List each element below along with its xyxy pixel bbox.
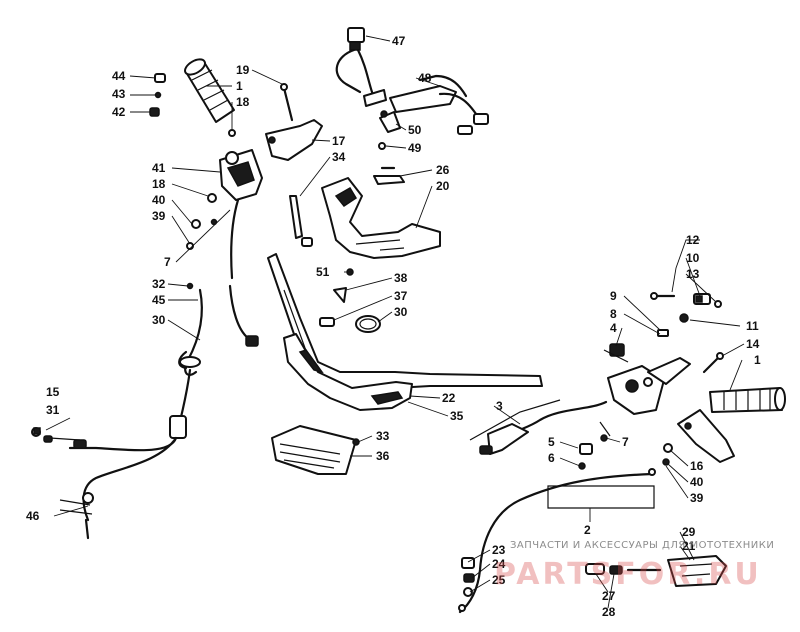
left-housing-cable <box>228 198 259 347</box>
throttle-lever-left <box>265 119 323 161</box>
center-parts <box>289 166 441 259</box>
label-36: 36 <box>376 449 390 463</box>
label-9: 9 <box>610 289 617 303</box>
label-20: 20 <box>436 179 450 193</box>
brake-lever <box>677 409 735 463</box>
label-11: 11 <box>746 319 759 333</box>
label-22: 22 <box>442 391 456 405</box>
label-39-right: 39 <box>690 491 704 505</box>
bolt-19 <box>280 83 294 122</box>
label-4: 4 <box>610 321 617 335</box>
right-throttle-cable <box>458 468 656 614</box>
label-16: 16 <box>690 459 704 473</box>
leader-lines <box>45 35 745 609</box>
watermark-logo: PARTSFOR.RU <box>494 557 762 592</box>
watermark-tagline: ЗАПЧАСТИ И АКСЕССУАРЫ ДЛЯ МОТОТЕХНИКИ <box>510 540 774 551</box>
clip-50 <box>378 110 401 150</box>
label-18-top: 18 <box>236 95 250 109</box>
left-throttle-housing <box>219 149 263 201</box>
label-26: 26 <box>436 163 450 177</box>
label-45: 45 <box>152 293 166 307</box>
label-39-left: 39 <box>152 209 166 223</box>
label-38: 38 <box>394 271 408 285</box>
label-1-right: 1 <box>754 353 761 367</box>
right-grip <box>709 387 786 413</box>
label-43: 43 <box>112 87 126 101</box>
label-5: 5 <box>548 435 555 449</box>
label-27: 27 <box>602 589 616 603</box>
label-35: 35 <box>450 409 464 423</box>
label-2: 2 <box>584 523 591 537</box>
label-37: 37 <box>394 289 408 303</box>
label-14: 14 <box>746 337 760 351</box>
handlebar-pad <box>283 333 413 411</box>
label-18-left: 18 <box>152 177 166 191</box>
label-25: 25 <box>492 573 506 587</box>
carb-parts <box>585 555 727 587</box>
label-32: 32 <box>152 277 166 291</box>
label-40-right: 40 <box>690 475 704 489</box>
center-hardware <box>319 268 381 333</box>
label-41: 41 <box>152 161 166 175</box>
label-30-center: 30 <box>394 305 408 319</box>
label-51: 51 <box>316 265 330 279</box>
left-grip <box>184 58 235 123</box>
label-48: 48 <box>418 71 432 85</box>
callout-labels: 44 43 42 1 18 19 17 34 41 18 40 39 7 32 … <box>26 34 761 619</box>
label-33: 33 <box>376 429 390 443</box>
label-23: 23 <box>492 543 506 557</box>
watermark: ЗАПЧАСТИ И АКСЕССУАРЫ ДЛЯ МОТОТЕХНИКИ PA… <box>494 540 774 592</box>
wiring-harness <box>335 27 489 135</box>
label-31: 31 <box>46 403 60 417</box>
label-40-left: 40 <box>152 193 166 207</box>
label-7-right: 7 <box>622 435 629 449</box>
left-throttle-cable <box>31 282 203 540</box>
label-3: 3 <box>496 399 503 413</box>
label-28: 28 <box>602 605 616 619</box>
label-15: 15 <box>46 385 60 399</box>
label-42: 42 <box>112 105 126 119</box>
label-44: 44 <box>112 69 126 83</box>
label-50: 50 <box>408 123 422 137</box>
right-hardware <box>578 292 722 470</box>
label-30-left: 30 <box>152 313 166 327</box>
bolt-14 <box>702 352 724 374</box>
label-12: 12 <box>686 233 700 247</box>
label-29: 29 <box>682 525 696 539</box>
label-19: 19 <box>236 63 250 77</box>
label-7-left: 7 <box>164 255 171 269</box>
label-21: 21 <box>682 539 696 553</box>
label-34: 34 <box>332 150 346 164</box>
right-brake-housing <box>603 343 691 415</box>
label-49: 49 <box>408 141 422 155</box>
label-17: 17 <box>332 134 346 148</box>
label-47: 47 <box>392 34 406 48</box>
label-6: 6 <box>548 451 555 465</box>
label-24: 24 <box>492 557 506 571</box>
label-8: 8 <box>610 307 617 321</box>
brake-switch-cable <box>469 399 608 455</box>
left-hardware <box>149 73 236 250</box>
label-13: 13 <box>686 267 700 281</box>
label-1-left: 1 <box>236 79 243 93</box>
label-46: 46 <box>26 509 40 523</box>
block-36 <box>271 425 360 475</box>
label-10: 10 <box>686 251 700 265</box>
